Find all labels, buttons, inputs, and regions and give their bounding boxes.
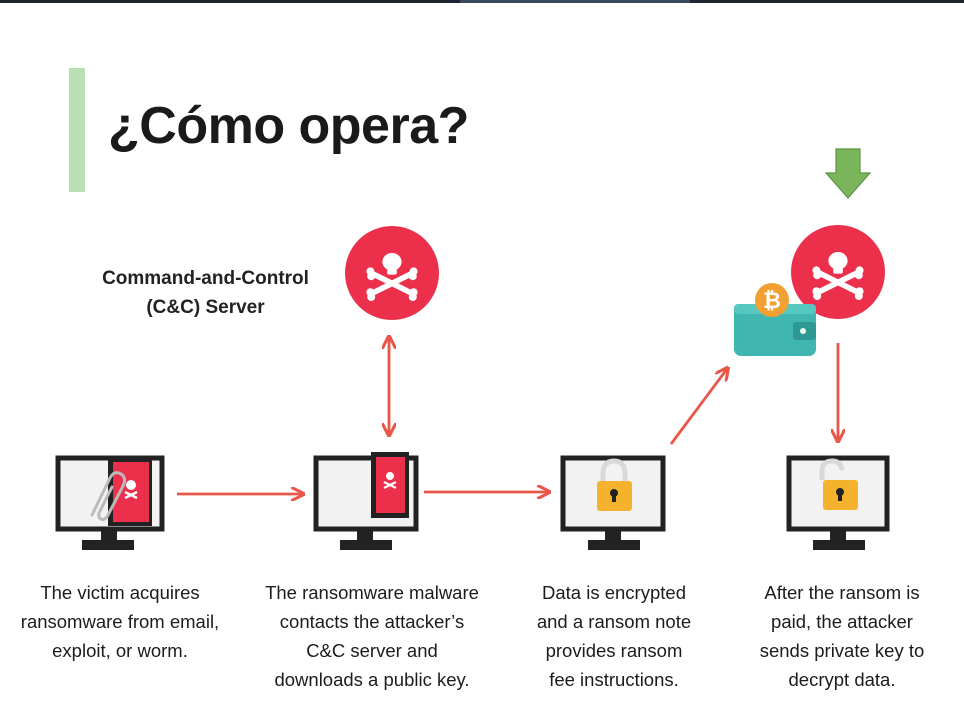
step-3-caption: Data is encrypted and a ransom note prov… [494, 578, 734, 694]
arrow-to-wallet [669, 369, 727, 445]
paperclip-icon [90, 471, 127, 521]
caption-line: The ransomware malware [265, 582, 479, 603]
caption-line: decrypt data. [788, 669, 896, 690]
caption-line: paid, the attacker [771, 611, 913, 632]
highlight-down-arrow-icon [824, 148, 872, 199]
flow-arrows [177, 338, 838, 494]
title-accent-bar [69, 68, 85, 192]
cc-server-skull-icon [345, 226, 439, 320]
slide-title: ¿Cómo opera? [108, 97, 469, 155]
cc-server-label-line: (C&C) Server [146, 297, 265, 318]
encrypted-monitor-icon [560, 455, 666, 550]
caption-line: The victim acquires [40, 582, 200, 603]
caption-line: fee instructions. [549, 669, 679, 690]
victim-monitor-icon [55, 455, 165, 550]
attacker-skull-icon [791, 225, 885, 319]
decrypted-monitor-icon [786, 455, 890, 550]
caption-line: provides ransom [545, 640, 683, 661]
caption-line: After the ransom is [764, 582, 920, 603]
caption-line: contacts the attacker’s [279, 611, 465, 632]
caption-line: sends private key to [759, 640, 925, 661]
caption-line: Data is encrypted [542, 582, 686, 603]
step-1-caption: The victim acquires ransomware from emai… [0, 578, 240, 665]
caption-line: and a ransom note [536, 611, 692, 632]
infected-monitor-icon [313, 452, 419, 550]
cc-server-label-line: Command-and-Control [102, 268, 309, 289]
step-4-caption: After the ransom is paid, the attacker s… [722, 578, 962, 694]
caption-line: ransomware from email, [20, 611, 220, 632]
cc-server-label: Command-and-Control (C&C) Server [78, 264, 333, 322]
wallet-icon [734, 304, 816, 356]
padlock-icon [600, 458, 628, 483]
top-strip [0, 0, 964, 3]
caption-line: exploit, or worm. [52, 640, 188, 661]
svg-text:₿: ₿ [763, 289, 781, 314]
step-2-caption: The ransomware malware contacts the atta… [252, 578, 492, 694]
bitcoin-icon: ₿ [755, 283, 789, 317]
caption-line: downloads a public key. [274, 669, 470, 690]
open-padlock-icon [819, 458, 845, 480]
caption-line: C&C server and [306, 640, 438, 661]
